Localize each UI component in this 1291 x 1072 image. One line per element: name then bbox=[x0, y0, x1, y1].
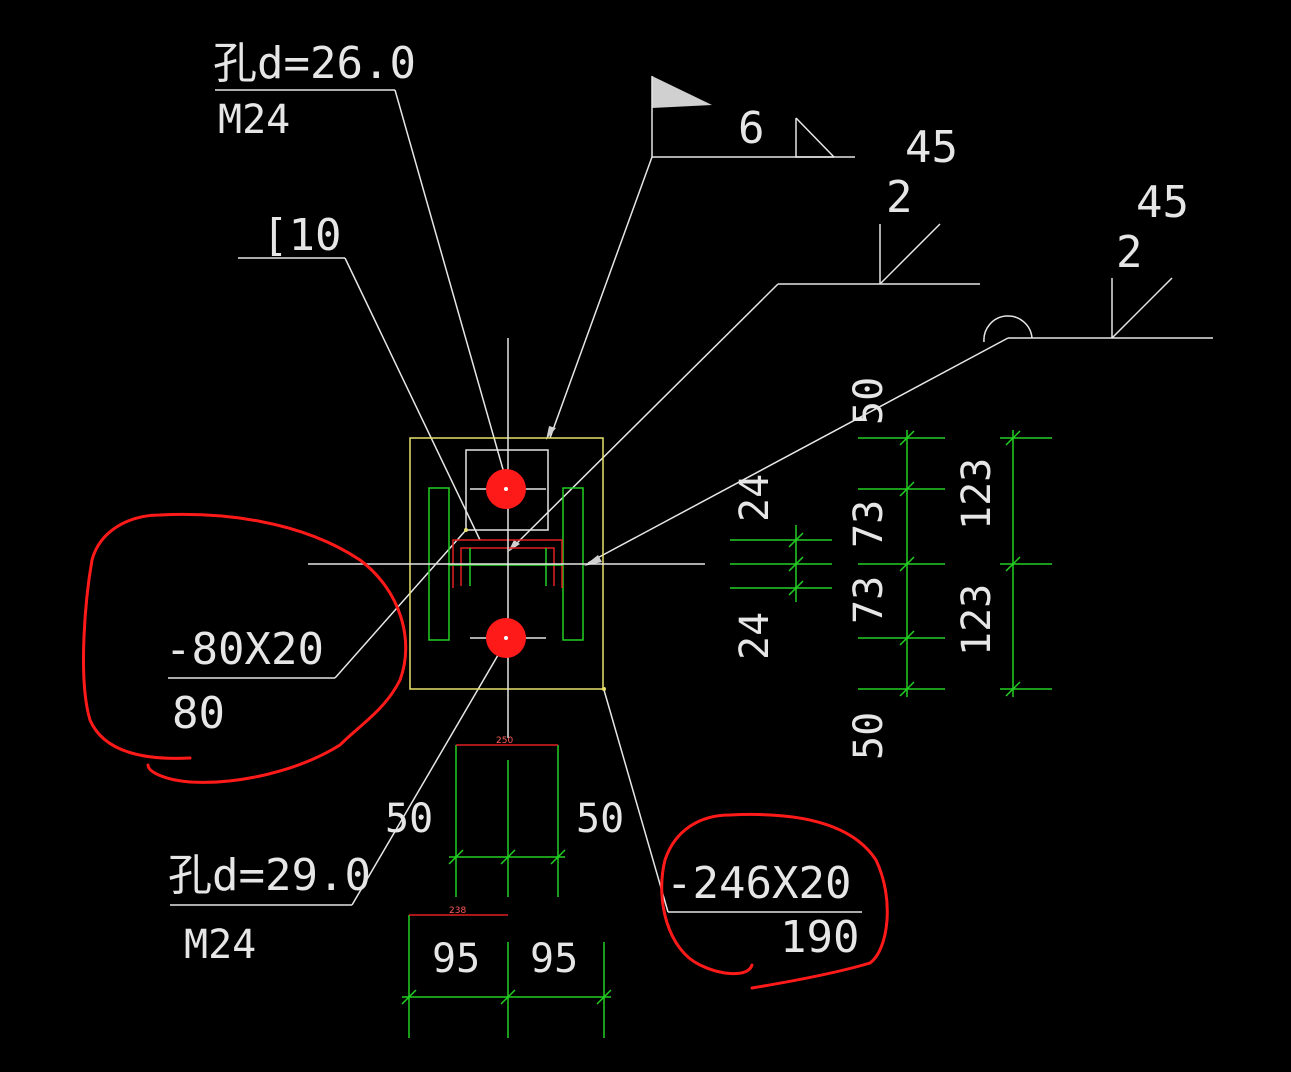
weld-symbol-fillet: 6 bbox=[546, 76, 855, 440]
dim-bottom-right-50: 50 bbox=[576, 796, 624, 842]
leader-plate-small: -80X20 80 bbox=[165, 529, 467, 739]
base-plate-assembly bbox=[308, 338, 705, 738]
plate-small-length-label: 80 bbox=[172, 688, 225, 739]
plate-large-length-label: 190 bbox=[780, 912, 859, 963]
markup-circle-right bbox=[660, 812, 889, 990]
dim-inner-top-24: 24 bbox=[732, 474, 778, 522]
markup-circle-left bbox=[82, 512, 408, 784]
dim-bottom-bottom-small: 238 bbox=[449, 906, 466, 916]
leader-bolt-hole-bottom: 孔d=29.0 M24 bbox=[168, 637, 509, 968]
bolt-hole-top-label: 孔d=26.0 bbox=[213, 38, 416, 89]
dim-mid-top-73: 73 bbox=[846, 500, 892, 548]
bolt-top-label: M24 bbox=[218, 97, 290, 143]
leader-plate-large: -246X20 190 bbox=[603, 689, 862, 963]
top-plate-outline bbox=[465, 449, 549, 531]
dim-mid-bottom-73: 73 bbox=[846, 576, 892, 624]
dim-outer-bottom-123: 123 bbox=[954, 584, 1000, 656]
weld-symbol-bevel-2: 45 2 bbox=[584, 177, 1213, 566]
bevel2-gap-label: 2 bbox=[1116, 227, 1143, 278]
dim-inner-bottom-24: 24 bbox=[732, 612, 778, 660]
dim-outer-top-123: 123 bbox=[954, 458, 1000, 530]
leader-bolt-hole-top: 孔d=26.0 M24 bbox=[213, 38, 509, 488]
weld-symbol-bevel-1: 45 2 bbox=[508, 122, 980, 552]
dim-bottom-left-50: 50 bbox=[385, 796, 433, 842]
bevel2-angle-label: 45 bbox=[1136, 177, 1189, 228]
dim-bottom-95-left: 95 bbox=[432, 936, 480, 982]
bevel1-gap-label: 2 bbox=[886, 172, 913, 223]
plate-large-label: -246X20 bbox=[666, 858, 851, 909]
plate-small-label: -80X20 bbox=[165, 624, 324, 675]
dim-bottom-top-small: 250 bbox=[496, 736, 513, 746]
bevel1-angle-label: 45 bbox=[905, 122, 958, 173]
bottom-dimensions: 250 50 50 238 95 95 bbox=[385, 736, 624, 1038]
bolt-hole-bottom-label: 孔d=29.0 bbox=[168, 850, 371, 901]
leader-channel: [10 bbox=[238, 210, 481, 541]
weld-size-label: 6 bbox=[738, 103, 765, 154]
dim-bottom-95-right: 95 bbox=[530, 936, 578, 982]
channel-label: [10 bbox=[262, 210, 341, 261]
bolt-bottom-label: M24 bbox=[184, 922, 256, 968]
dim-right-top-50: 50 bbox=[846, 377, 892, 425]
right-dimensions: 50 50 24 24 73 73 123 123 bbox=[730, 377, 1052, 760]
dim-right-bottom-50: 50 bbox=[846, 712, 892, 760]
